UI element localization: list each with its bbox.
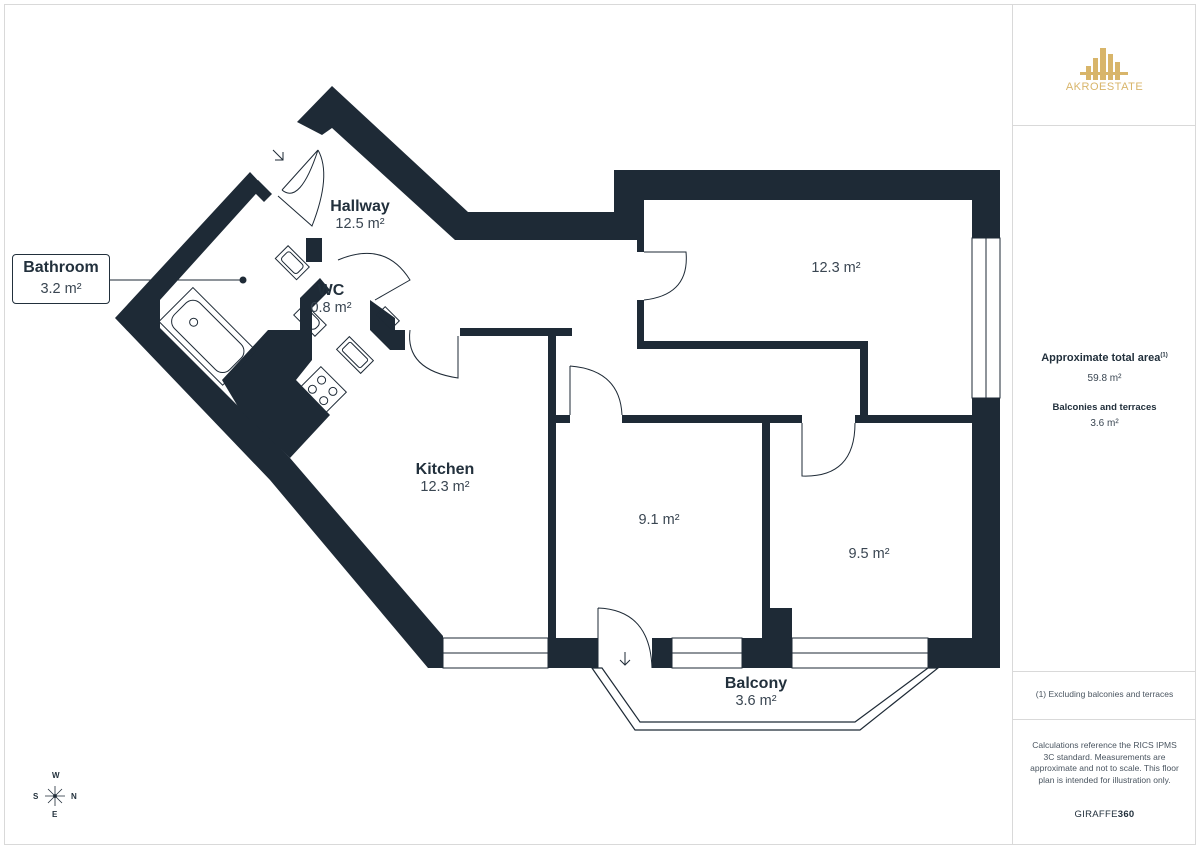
kitchen-hob (298, 365, 348, 415)
bathroom-sink (274, 245, 310, 281)
walls (115, 86, 1000, 668)
room-area-middle: 9.1 m² (638, 512, 680, 528)
wall-right-room-outer (614, 170, 1000, 240)
room-area: 3.2 m² (40, 281, 82, 297)
compass-north: N (71, 792, 77, 801)
giraffe360-brand: GIRAFFE360 (1013, 809, 1196, 820)
compass-east: E (52, 810, 58, 819)
wall-top-room-left-lower (637, 300, 644, 348)
city-skyline-logo-icon (1080, 48, 1128, 80)
balcony-outline (590, 667, 940, 731)
wall-top-room-left (637, 240, 644, 252)
footnote-section: (1) Excluding balconies and terraces (1013, 672, 1196, 720)
doors (277, 149, 856, 669)
total-area-value: 59.8 m² (1087, 373, 1122, 384)
room-area: 12.3 m² (420, 479, 470, 495)
room-area: 12.5 m² (335, 216, 385, 232)
wc-basin (375, 305, 401, 331)
door-top-room (643, 251, 687, 301)
area-summary: Approximate total area(1) 59.8 m² Balcon… (1013, 126, 1196, 672)
total-area-label-text: Approximate total area (1041, 352, 1161, 364)
compass-south: S (33, 792, 39, 801)
wall-kitchen-top (460, 328, 572, 336)
wall-bath-divider (250, 180, 272, 202)
bathtub (158, 286, 258, 386)
room-name: Hallway (330, 198, 390, 215)
wall-bottom-mid (652, 638, 672, 668)
room-label-wc: WC 0.8 m² (291, 282, 371, 316)
room-area-top-right: 12.3 m² (811, 260, 861, 276)
room-name: WC (317, 282, 345, 299)
wall-kitchen-right (548, 336, 556, 638)
disclaimer-section: Calculations reference the RICS IPMS 3C … (1013, 720, 1196, 845)
wall-bottom-mid2 (742, 638, 792, 668)
brand-suffix: 360 (1117, 809, 1135, 820)
balconies-value: 3.6 m² (1090, 418, 1119, 429)
room-area: 3.6 m² (735, 693, 777, 709)
kitchen-sink (335, 335, 375, 375)
bathroom-callout-leader (110, 276, 247, 284)
door-right-room (801, 422, 856, 477)
room-area: 0.8 m² (310, 300, 352, 316)
wall-right-top-seg (855, 415, 972, 423)
room-name: Balcony (724, 675, 788, 692)
logo-section: AKROESTATE (1013, 4, 1196, 126)
bathroom-callout: Bathroom 3.2 m² (12, 254, 110, 304)
page-frame (4, 4, 1196, 845)
disclaimer-text: Calculations reference the RICS IPMS 3C … (1030, 740, 1179, 785)
info-sidebar: AKROESTATE Approximate total area(1) 59.… (1012, 4, 1196, 845)
wall-wc-right (370, 300, 405, 350)
room-label-balcony: Balcony 3.6 m² (696, 675, 816, 709)
wall-hallway-top (297, 86, 614, 240)
fixtures (158, 245, 401, 415)
wall-bathroom-core (222, 278, 330, 458)
balconies-label: Balconies and terraces (1052, 402, 1157, 413)
footnote-text: (1) Excluding balconies and terraces (1035, 689, 1174, 699)
total-area-label: Approximate total area(1) (1013, 352, 1196, 364)
windows (442, 237, 1001, 669)
wall-top-room-bottom (637, 341, 867, 349)
wall-mid-top-left (556, 415, 570, 423)
room-name: Kitchen (415, 461, 475, 478)
room-label-hallway: Hallway 12.5 m² (310, 198, 410, 232)
balcony-arrow-icon (619, 652, 631, 666)
wall-bottom-kitchen-end (548, 638, 598, 668)
compass-rose-icon (45, 786, 65, 806)
wall-left-diagonal (115, 172, 443, 668)
arrows (272, 149, 631, 666)
brand-logo-text: AKROESTATE (1065, 81, 1144, 93)
door-balcony (597, 607, 653, 669)
wall-wc-stub (306, 238, 322, 262)
entrance-arrow-icon (272, 149, 284, 161)
room-name: Bathroom (23, 259, 99, 276)
wall-right-side (928, 398, 1000, 668)
wall-mid-right (762, 423, 770, 609)
wall-top-room-inner-v (860, 341, 868, 423)
wc-toilet (293, 303, 327, 337)
brand-prefix: GIRAFFE (1074, 809, 1118, 820)
door-kitchen (409, 329, 459, 379)
door-entrance (277, 149, 325, 227)
door-middle-room (569, 365, 623, 416)
compass-west: W (52, 771, 60, 780)
room-label-kitchen: Kitchen 12.3 m² (385, 461, 505, 495)
wall-mid-top (622, 415, 802, 423)
wall-bottom-pillar (762, 608, 792, 638)
door-wc (337, 252, 411, 301)
footnote-marker: (1) (1160, 352, 1168, 359)
room-area-right: 9.5 m² (848, 546, 890, 562)
